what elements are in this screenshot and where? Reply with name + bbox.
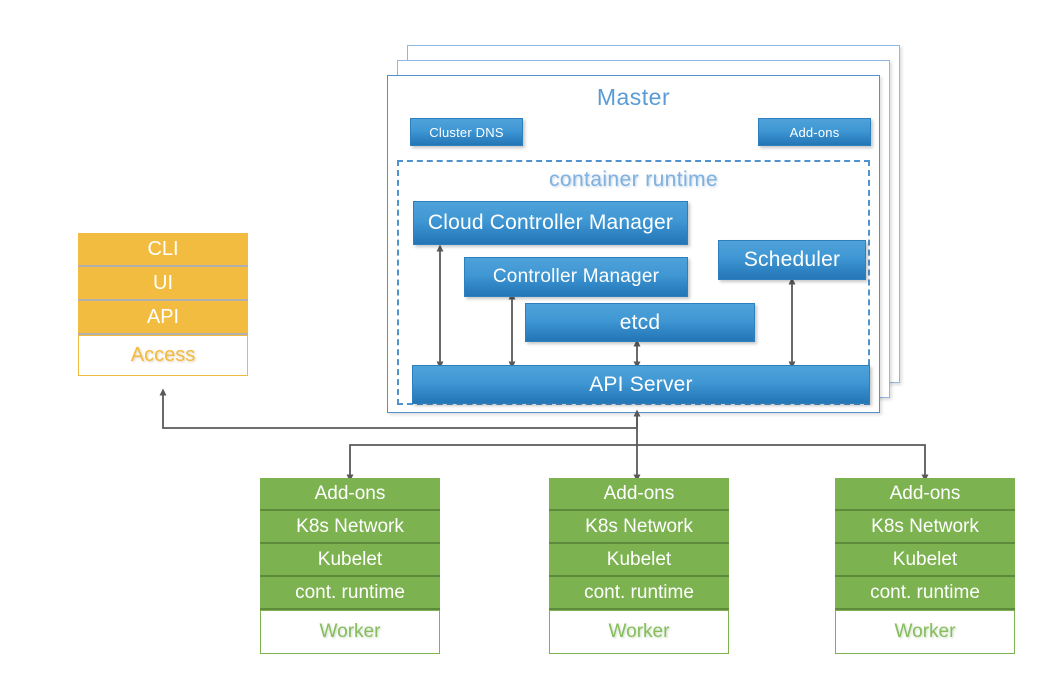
master-addons-node[interactable]: Add-ons — [758, 118, 871, 146]
worker-node-2: Add-ons K8s Network Kubelet cont. runtim… — [549, 478, 729, 654]
access-row-api[interactable]: API — [78, 301, 248, 335]
worker-footer-label: Worker — [549, 610, 729, 654]
controller-manager-node[interactable]: Controller Manager — [464, 257, 688, 297]
worker-row-kubelet[interactable]: Kubelet — [549, 544, 729, 577]
etcd-node[interactable]: etcd — [525, 303, 755, 342]
master-title: Master — [596, 84, 671, 110]
worker-row-k8s-network[interactable]: K8s Network — [835, 511, 1015, 544]
worker-row-cont-runtime[interactable]: cont. runtime — [260, 577, 440, 610]
scheduler-node[interactable]: Scheduler — [718, 240, 866, 280]
worker-row-k8s-network[interactable]: K8s Network — [260, 511, 440, 544]
worker-row-cont-runtime[interactable]: cont. runtime — [549, 577, 729, 610]
api-server-node[interactable]: API Server — [412, 365, 870, 404]
worker-node-1: Add-ons K8s Network Kubelet cont. runtim… — [260, 478, 440, 654]
worker-row-addons[interactable]: Add-ons — [260, 478, 440, 511]
worker-row-kubelet[interactable]: Kubelet — [835, 544, 1015, 577]
worker-row-kubelet[interactable]: Kubelet — [260, 544, 440, 577]
worker-row-k8s-network[interactable]: K8s Network — [549, 511, 729, 544]
worker-row-addons[interactable]: Add-ons — [549, 478, 729, 511]
worker-footer-label: Worker — [835, 610, 1015, 654]
access-footer-label: Access — [78, 335, 248, 376]
worker-footer-label: Worker — [260, 610, 440, 654]
container-runtime-title: container runtime — [548, 168, 719, 191]
access-row-ui[interactable]: UI — [78, 267, 248, 301]
access-stack: CLI UI API Access — [78, 233, 248, 392]
worker-row-addons[interactable]: Add-ons — [835, 478, 1015, 511]
worker-node-3: Add-ons K8s Network Kubelet cont. runtim… — [835, 478, 1015, 654]
cloud-controller-manager-node[interactable]: Cloud Controller Manager — [413, 201, 688, 245]
access-row-cli[interactable]: CLI — [78, 233, 248, 267]
cluster-dns-node[interactable]: Cluster DNS — [410, 118, 523, 146]
worker-row-cont-runtime[interactable]: cont. runtime — [835, 577, 1015, 610]
